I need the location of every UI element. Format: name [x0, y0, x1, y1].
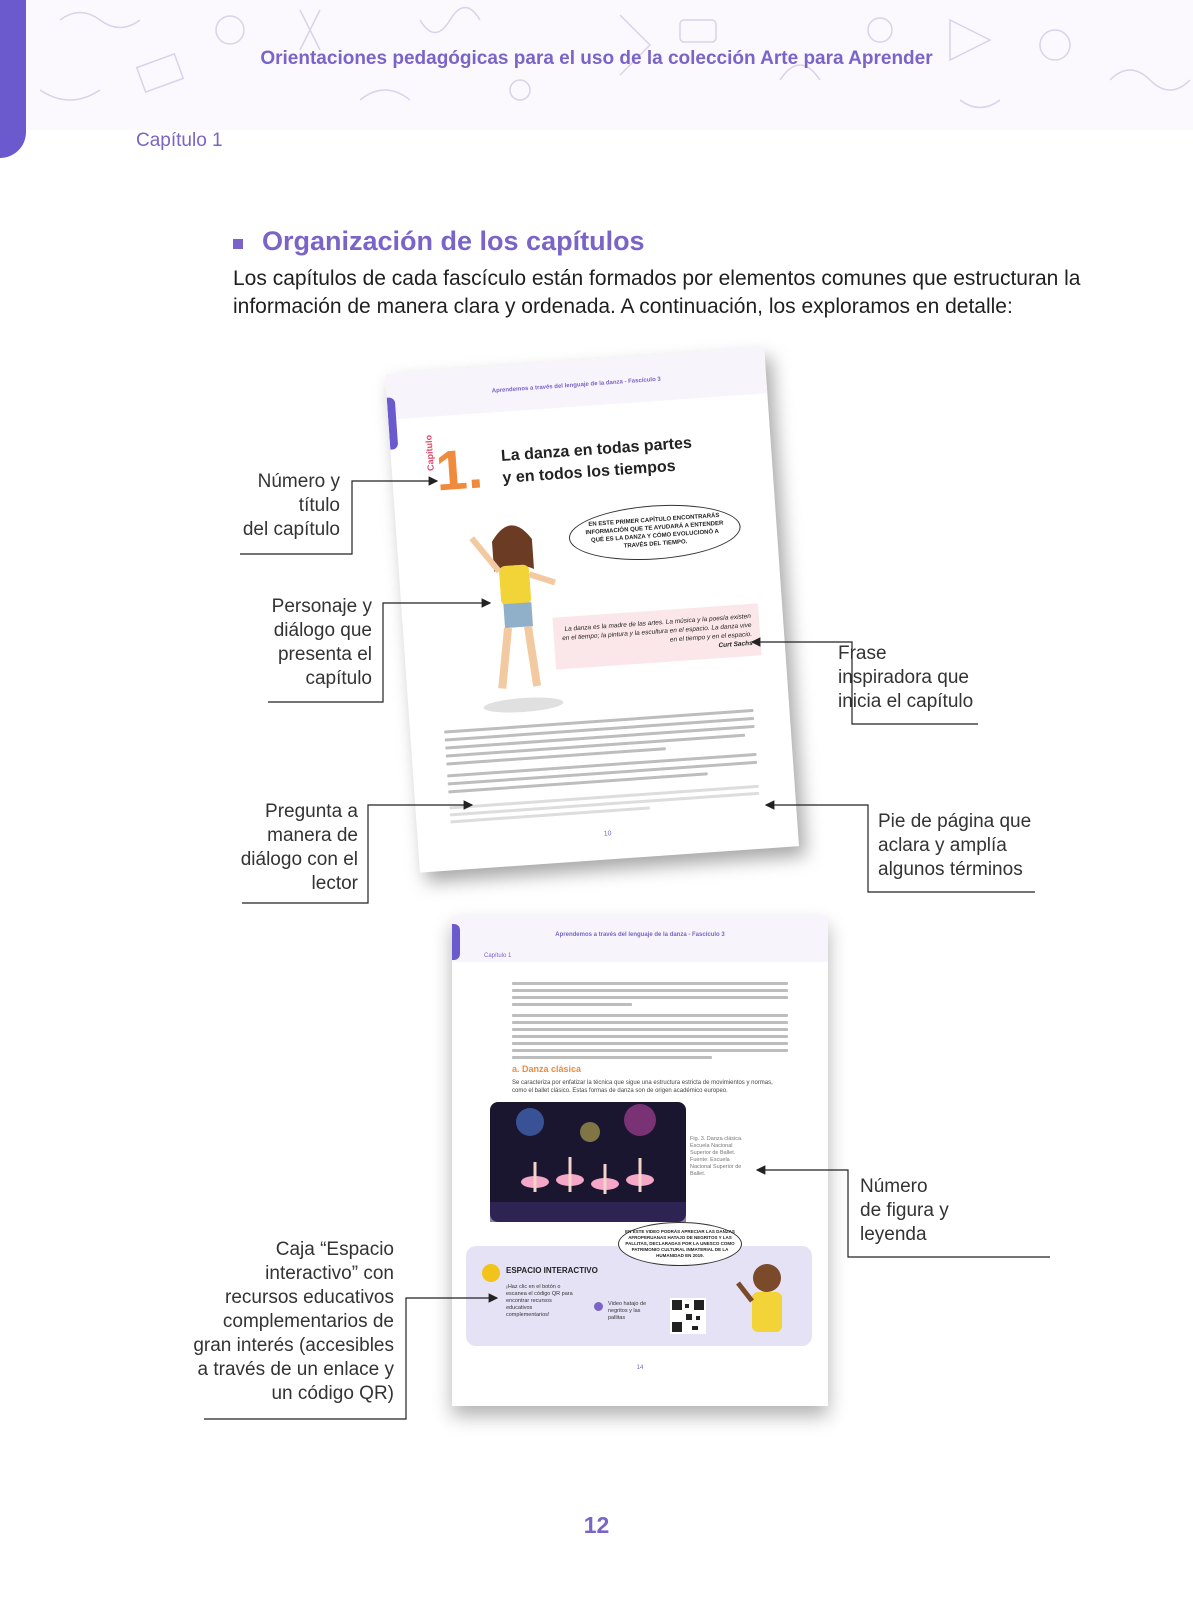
mini-header-title-2: Aprendemos a través del lenguaje de la d…: [555, 932, 725, 938]
section-bullet-icon: [233, 239, 243, 249]
interactive-box-text: ¡Haz clic en el botón o escanea el códig…: [506, 1284, 573, 1318]
video-speech-bubble: EN ESTE VIDEO PODRÁS APRECIAR LAS DANZAS…: [618, 1222, 742, 1266]
qr-code-icon[interactable]: [670, 1298, 706, 1334]
chapter-label: Capítulo 1: [136, 130, 223, 151]
section-title: Organización de los capítulos: [262, 226, 645, 256]
interactive-box-title: ESPACIO INTERACTIVO: [506, 1266, 598, 1275]
boy-character-illustration: [736, 1264, 782, 1332]
mini-subheading: a. Danza clásica: [512, 1064, 582, 1074]
running-header-title: Orientaciones pedagógicas para el uso de…: [260, 48, 933, 69]
play-button-icon[interactable]: [594, 1302, 603, 1311]
mini-chapter-label: Capítulo 1: [484, 953, 512, 959]
chapter-inner-page-mockup: Aprendemos a través del lenguaje de la d…: [452, 916, 828, 1406]
page-number: 12: [583, 1512, 610, 1538]
mini-side-tab-2: [452, 924, 460, 960]
figure-caption: Fig. 3. Danza clásica. Escuela Nacional …: [690, 1136, 743, 1177]
section-intro: Los capítulos de cada fascículo están fo…: [233, 267, 1081, 318]
mini-header-band-2: [452, 916, 828, 962]
video-link-label[interactable]: Video hatajo de negritos y las pallitas: [608, 1301, 647, 1321]
mini-page-number-2: 14: [636, 1365, 644, 1371]
chapter-opening-page-mockup: Aprendemos a través del lenguaje de la d…: [385, 347, 799, 873]
mini-paragraph: Se caracteriza por enfatizar la técnica …: [512, 1080, 773, 1094]
girl-character-illustration: [469, 525, 564, 713]
chapter-side-tab: [0, 0, 26, 158]
header-doodle-band: [0, 0, 1193, 130]
click-hand-icon: [482, 1264, 500, 1282]
ballet-photo: [490, 1102, 686, 1222]
